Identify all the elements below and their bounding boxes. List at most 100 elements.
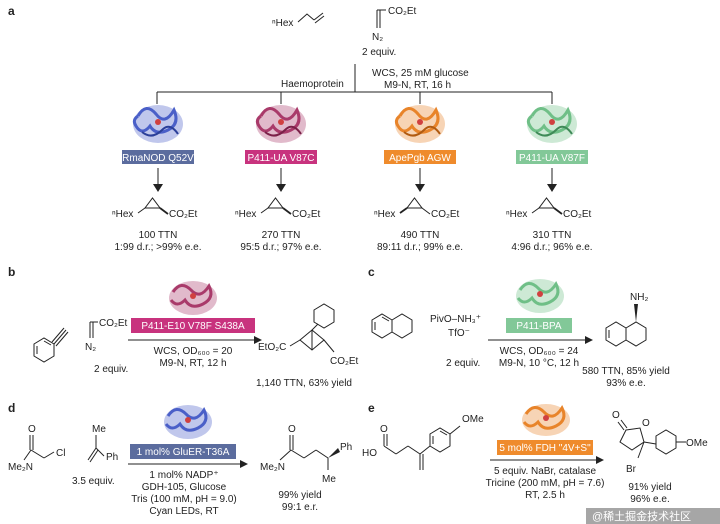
condition-1: 5 equiv. NaBr, catalase (494, 466, 597, 477)
reagent-equiv: 2 equiv. (446, 358, 480, 369)
result-1: 99% yield (278, 490, 321, 501)
panel-d-letter: d (8, 401, 15, 415)
reaction-arrow (596, 456, 604, 464)
svg-text:O: O (642, 418, 650, 429)
protein-ribbon-icon (526, 105, 577, 143)
condition-1: 1 mol% NADP⁺ (149, 470, 218, 481)
svg-text:N₂: N₂ (85, 342, 96, 353)
enzyme-name: P411-UA V87C (247, 153, 314, 164)
panel-a-conditions-2: M9-N, RT, 16 h (384, 80, 451, 91)
reaction-arrow (254, 336, 262, 344)
enzyme-name: RmaNOD Q52V (122, 153, 194, 164)
svg-text:O: O (612, 410, 620, 421)
enzyme-name: 5 mol% FDH "4V+S" (499, 443, 591, 454)
watermark: @稀土掘金技术社区 (586, 508, 720, 524)
conditions-2: M9-N, 10 °C, 12 h (499, 358, 579, 369)
protein-ribbon-icon (169, 281, 217, 315)
panel-a-n2-label: N₂ (372, 32, 383, 43)
svg-text:CO₂Et: CO₂Et (330, 356, 359, 367)
condition-2: Tricine (200 mM, pH = 7.6) (486, 478, 605, 489)
svg-text:HO: HO (362, 448, 377, 459)
reagent-line-1: PivO–NH₃⁺ (430, 314, 481, 325)
svg-text:@稀土掘金技术社区: @稀土掘金技术社区 (592, 509, 691, 523)
condition-3: Tris (100 mM, pH = 9.0) (131, 494, 237, 505)
svg-text:CO₂Et: CO₂Et (292, 209, 321, 220)
panel-c-letter: c (368, 265, 375, 279)
cyclopropane-product: ⁿHex CO₂Et (374, 197, 460, 220)
selectivity-value: 1:99 d.r.; >99% e.e. (114, 242, 201, 253)
panel-b: b CO₂Et N₂ 2 equiv. P411-E10 V78F S438A (8, 265, 359, 389)
ttn-value: 490 TTN (401, 230, 440, 241)
svg-text:CO₂Et: CO₂Et (169, 209, 198, 220)
ttn-value: 100 TTN (139, 230, 178, 241)
cyclopropane-product: ⁿHex CO₂Et (112, 197, 198, 220)
panel-a-diazo-reagent: CO₂Et N₂ 2 equiv. (362, 6, 417, 58)
enzyme-column-4: P411-UA V87F ⁿHex CO₂Et 310 TTN 4:96 d.r… (506, 105, 593, 253)
selectivity-value: 95:5 d.r.; 97% e.e. (240, 242, 321, 253)
panel-a-reagent-label: CO₂Et (388, 6, 417, 17)
enzyme-name: 1 mol% GluER-T36A (137, 447, 230, 458)
enzyme-badge (245, 150, 317, 164)
svg-text:ⁿHex: ⁿHex (112, 209, 133, 220)
result-1: 580 TTN, 85% yield (582, 366, 670, 377)
cyclopropane-product: ⁿHex CO₂Et (235, 197, 321, 220)
reaction-arrow (240, 460, 248, 468)
svg-text:Ph: Ph (106, 452, 118, 463)
ttn-value: 270 TTN (262, 230, 301, 241)
svg-text:Me₂N: Me₂N (8, 462, 33, 473)
protein-ribbon-icon (522, 404, 570, 436)
enzyme-badge (497, 440, 593, 455)
svg-text:NH₂: NH₂ (630, 292, 648, 303)
svg-text:CO₂Et: CO₂Et (99, 318, 128, 329)
enzyme-name: P411-BPA (516, 321, 562, 332)
aminotetralin-product: NH₂ (605, 292, 648, 347)
enzyme-badge (516, 150, 588, 164)
enzyme-badge (506, 318, 572, 333)
conditions-1: WCS, OD₆₀₀ = 24 (500, 346, 579, 357)
protein-ribbon-icon (132, 105, 183, 143)
svg-text:O: O (380, 424, 388, 435)
condition-4: Cyan LEDs, RT (149, 506, 218, 517)
enzyme-column-1: RmaNOD Q52V ⁿHex CO₂Et 100 TTN 1:99 d.r.… (112, 105, 202, 253)
svg-text:Cl: Cl (56, 448, 65, 459)
result-2: 93% e.e. (606, 378, 645, 389)
chloroacetamide-structure: O Me₂N Cl (8, 424, 65, 473)
panel-e-letter: e (368, 401, 375, 415)
panel-d-product: O Me₂N Ph Me (260, 424, 352, 485)
panel-a-equiv-label: 2 equiv. (362, 47, 396, 58)
result: 1,140 TTN, 63% yield (256, 378, 352, 389)
panel-a: a ⁿHex CO₂Et N₂ 2 equiv. Haemoprotein WC… (8, 4, 593, 253)
enzyme-badge (384, 150, 456, 164)
alkene-equiv: 3.5 equiv. (72, 476, 115, 487)
enzyme-badge (131, 318, 255, 333)
cyclopropane-product: ⁿHex CO₂Et (506, 197, 592, 220)
panel-a-conditions-1: WCS, 25 mM glucose (372, 68, 469, 79)
enzyme-name: ApePgb AGW (389, 153, 451, 164)
panel-b-letter: b (8, 265, 15, 279)
svg-text:CO₂Et: CO₂Et (431, 209, 460, 220)
bicyclobutane-product: EtO₂C CO₂Et (258, 303, 359, 367)
protein-ribbon-icon (516, 279, 564, 313)
svg-text:CO₂Et: CO₂Et (563, 209, 592, 220)
selectivity-value: 4:96 d.r.; 96% e.e. (511, 242, 592, 253)
enzyme-badge (130, 444, 236, 459)
svg-text:OMe: OMe (686, 438, 708, 449)
methylstyrene-structure: Me Ph 3.5 equiv. (72, 424, 118, 487)
protein-ribbon-icon (394, 105, 445, 143)
svg-text:OMe: OMe (462, 414, 484, 425)
enzyme-column-3: ApePgb AGW ⁿHex CO₂Et 490 TTN 89:11 d.r.… (374, 105, 463, 253)
panel-a-hexene: ⁿHex (272, 12, 325, 29)
svg-text:ⁿHex: ⁿHex (506, 209, 527, 220)
svg-text:ⁿHex: ⁿHex (374, 209, 395, 220)
alkenoic-acid-structure: OMe O HO (362, 414, 484, 470)
panel-a-letter: a (8, 4, 15, 18)
panel-d: d O Me₂N Cl Me Ph 3.5 equiv. 1 (8, 401, 352, 517)
panel-a-hexene-label: ⁿHex (272, 18, 293, 29)
reagent-line-2: TfO⁻ (448, 328, 470, 339)
panel-b-diazo-reagent: CO₂Et N₂ 2 equiv. (85, 318, 128, 375)
svg-text:Me: Me (92, 424, 106, 435)
protein-ribbon-icon (255, 105, 306, 143)
conditions-2: M9-N, RT, 12 h (159, 358, 226, 369)
bromolactone-product: O O OMe Br (612, 410, 708, 475)
